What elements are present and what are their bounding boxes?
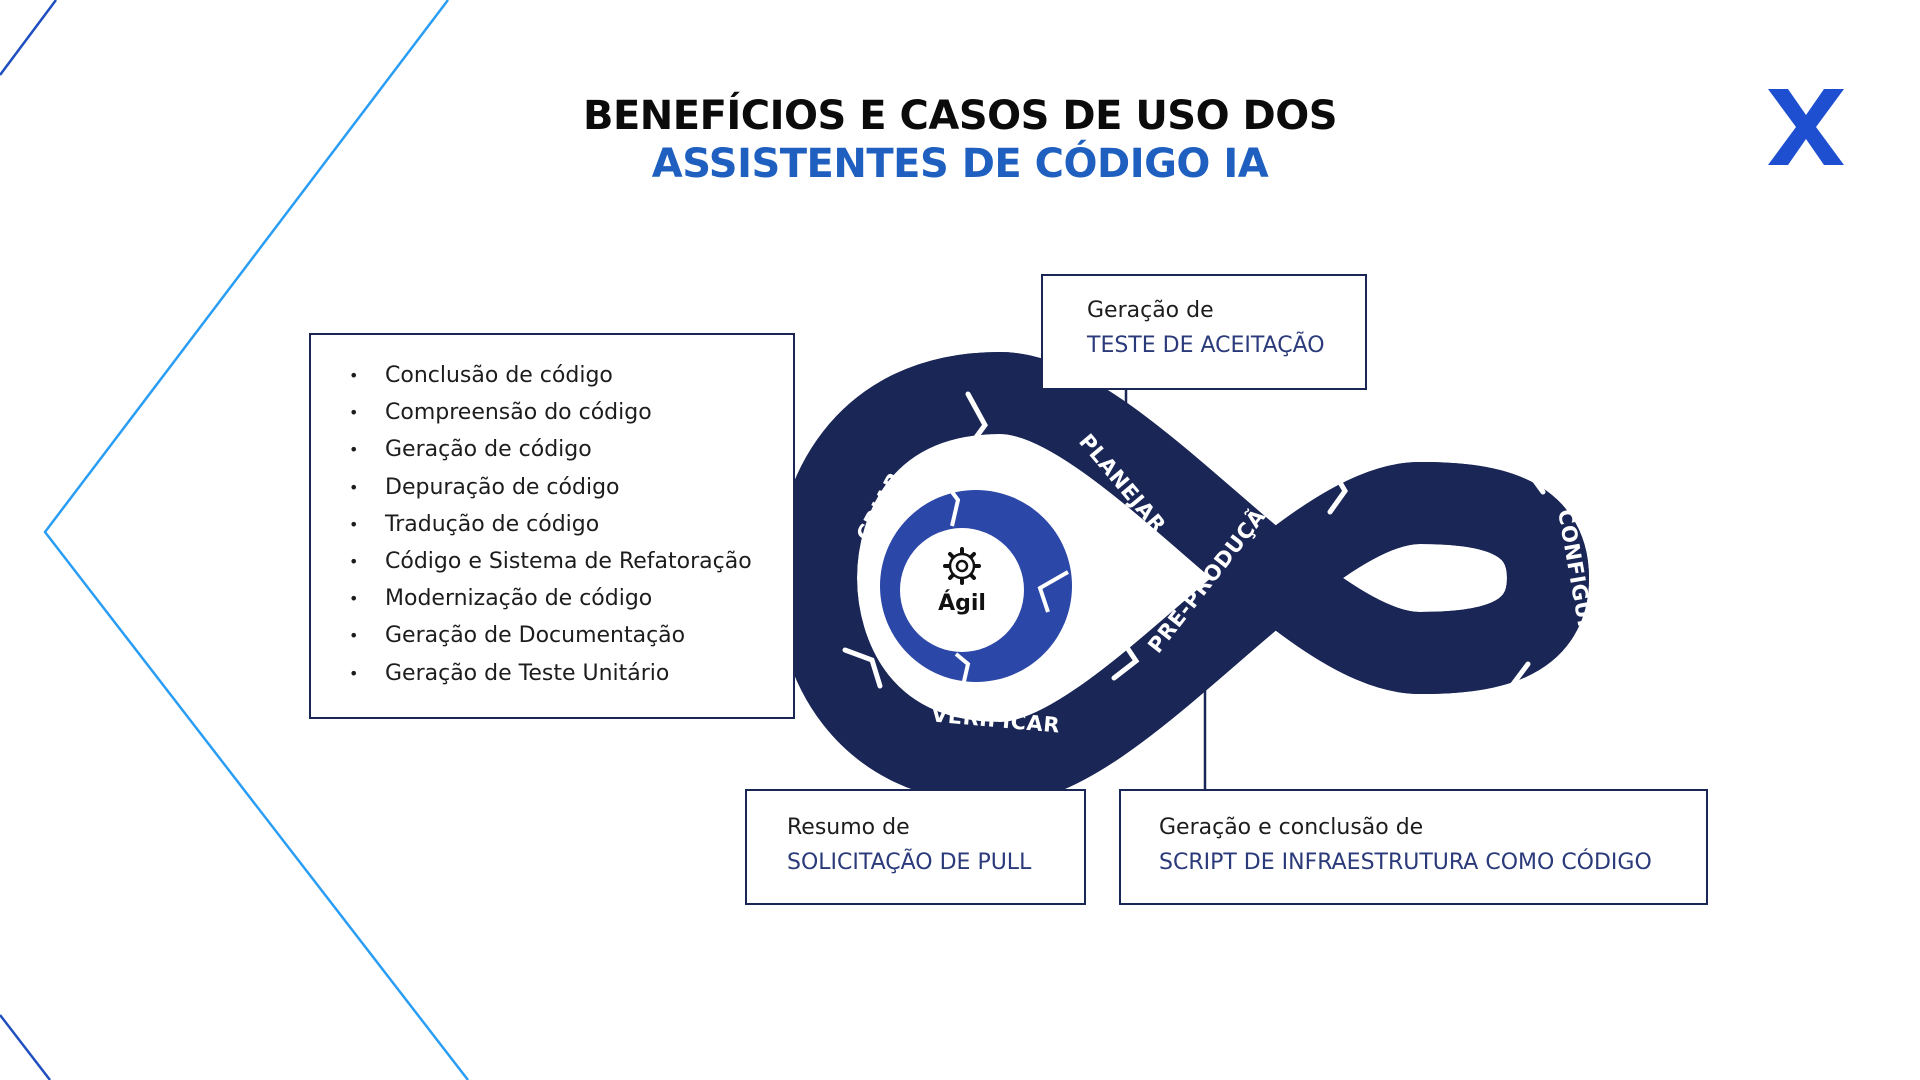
title-line-2: ASSISTENTES DE CÓDIGO IA	[651, 141, 1269, 187]
list-item: Depuração de código	[349, 469, 793, 506]
agile-label: Ágil	[938, 590, 986, 616]
segment-separators	[842, 391, 1550, 759]
corner-line-bottom	[0, 1014, 51, 1080]
list-item: Conclusão de código	[349, 357, 793, 394]
features-list: Conclusão de código Compreensão do códig…	[311, 335, 793, 692]
callout-line-2: SCRIPT DE INFRAESTRUTURA COMO CÓDIGO	[1159, 850, 1652, 875]
list-item: Tradução de código	[349, 506, 793, 543]
callout-line-1: Geração de	[1087, 298, 1214, 323]
list-item: Modernização de código	[349, 580, 793, 617]
features-box: Conclusão de código Compreensão do códig…	[309, 333, 795, 719]
callout-line-2: TESTE DE ACEITAÇÃO	[1087, 333, 1325, 358]
agile-circle-inner	[900, 528, 1024, 652]
iac-script-callout: Geração e conclusão de SCRIPT DE INFRAES…	[1119, 789, 1708, 905]
callout-line-1: Geração e conclusão de	[1159, 815, 1424, 840]
left-chevron-line	[43, 0, 469, 1080]
list-item: Código e Sistema de Refatoração	[349, 543, 793, 580]
list-item: Geração de Documentação	[349, 617, 793, 654]
stage-liberar: LIBERAR	[1376, 418, 1482, 453]
list-item: Geração de código	[349, 431, 793, 468]
gear-icon	[943, 547, 981, 585]
corner-line-top	[0, 0, 58, 76]
callout-line-2: SOLICITAÇÃO DE PULL	[787, 850, 1032, 875]
list-item: Compreensão do código	[349, 394, 793, 431]
x-logo-icon	[1768, 89, 1844, 165]
stage-monitorar: MONITORAR	[1340, 693, 1491, 738]
list-item: Geração de Teste Unitário	[349, 655, 793, 692]
title-line-1: BENEFÍCIOS E CASOS DE USO DOS	[582, 93, 1338, 139]
pull-request-callout: Resumo de SOLICITAÇÃO DE PULL	[745, 789, 1086, 905]
acceptance-test-callout: Geração de TESTE DE ACEITAÇÃO	[1041, 274, 1367, 390]
callout-line-1: Resumo de	[787, 815, 910, 840]
